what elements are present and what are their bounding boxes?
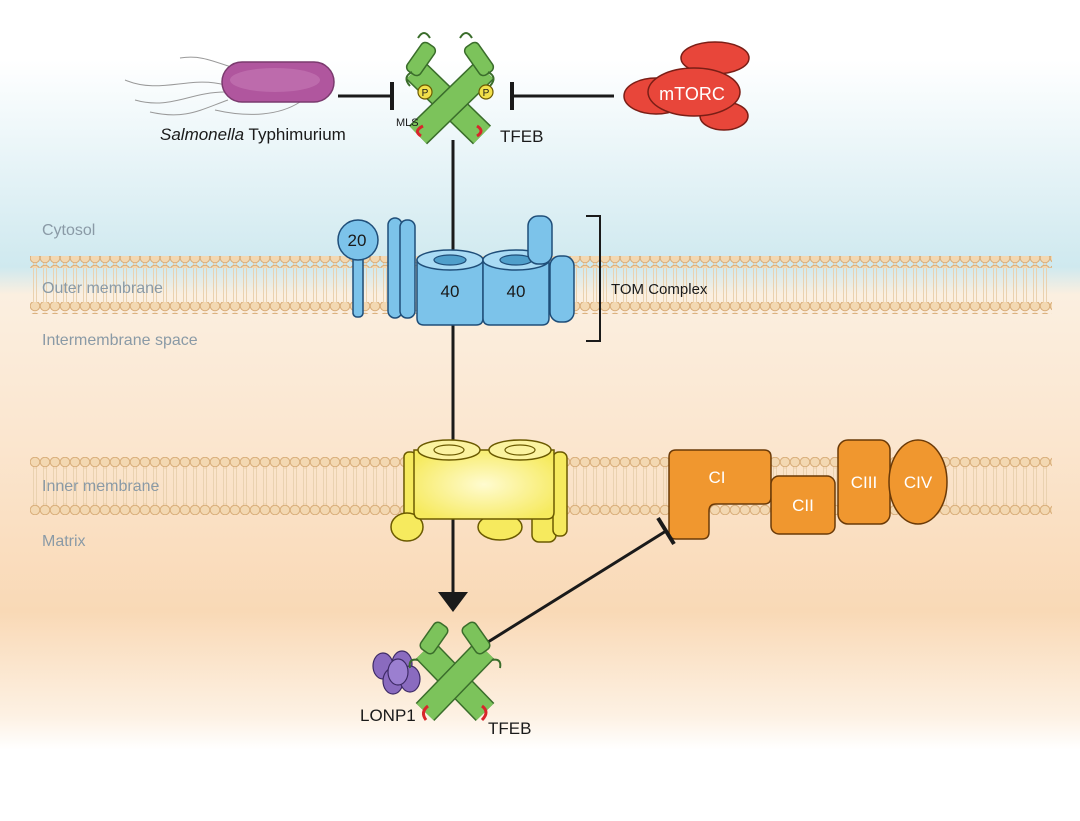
salmonella-serovar-label: Typhimurium (244, 125, 346, 144)
complex-ii (770, 475, 836, 535)
tom40-label-b: 40 (507, 282, 526, 301)
phospho-site-left (417, 84, 433, 100)
salmonella-genus-label: Salmonella (160, 125, 245, 144)
tfeb-bottom-protein (408, 621, 502, 722)
tom-complex-bracket (586, 215, 601, 342)
complex-iv (888, 439, 948, 525)
tom-complex (337, 215, 575, 326)
complex-ii-label: CII (792, 496, 814, 515)
tom20-subunit (337, 219, 379, 318)
region-label-intermembrane-space: Intermembrane space (42, 332, 198, 349)
tfeb-top-protein (405, 32, 495, 145)
tom40-label-a: 40 (441, 282, 460, 301)
background (0, 60, 1080, 750)
region-label-outer-membrane: Outer membrane (42, 280, 163, 297)
complex-i (668, 449, 772, 540)
electron-transport-chain (668, 439, 948, 540)
tfeb-bottom-label: TFEB (488, 719, 532, 738)
region-label-cytosol: Cytosol (42, 222, 96, 239)
tfeb-inhibits-complex-i-arrow (487, 516, 676, 644)
region-label-inner-membrane: Inner membrane (42, 478, 160, 495)
region-label-matrix: Matrix (42, 533, 86, 550)
mtorc-inhibits-tfeb-arrow (510, 82, 614, 110)
complex-i-label: CI (709, 468, 726, 487)
complex-iii-label: CIII (851, 473, 877, 492)
complex-iv-label: CIV (904, 473, 933, 492)
phospho-label-right: P (483, 88, 490, 99)
tom20-label: 20 (348, 231, 367, 250)
tom-tall-subunit (527, 215, 553, 265)
phospho-site-right (478, 84, 494, 100)
tom-side-subunit (549, 255, 575, 323)
phospho-label-left: P (422, 88, 429, 99)
tom40-pore-b (482, 259, 550, 326)
tom-small-subunit-b (399, 219, 416, 319)
mtorc-complex (623, 41, 750, 131)
mtorc-label: mTORC (659, 84, 725, 104)
salmonella-inhibits-tfeb-arrow (338, 82, 394, 110)
salmonella-bacterium (124, 56, 335, 116)
salmonella-label: Salmonella Typhimurium (160, 125, 346, 145)
lonp1-protease (372, 650, 421, 695)
tfeb-top-label: TFEB (500, 127, 544, 146)
mls-label: MLS (396, 117, 419, 129)
tim-complex (390, 439, 568, 543)
lonp1-label: LONP1 (360, 706, 416, 725)
tom-complex-label: TOM Complex (611, 281, 708, 298)
